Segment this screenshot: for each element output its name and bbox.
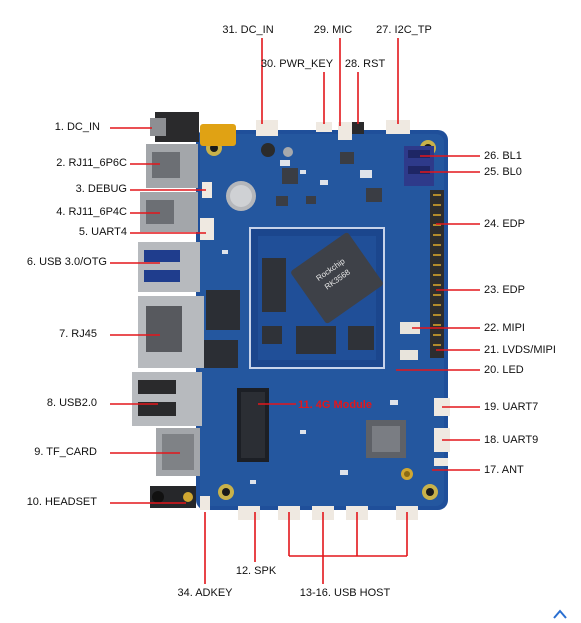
soc-chip: Rockchip RK3568 <box>291 232 383 324</box>
label-usb-host: 13-16. USB HOST <box>299 587 391 599</box>
label-usb30-otg: 6. USB 3.0/OTG <box>26 256 107 268</box>
label-rj11-6p4c: 4. RJ11_6P4C <box>56 206 127 218</box>
label-headset: 10. HEADSET <box>26 496 97 508</box>
label-4g-module: 11. 4G Module <box>298 399 372 411</box>
label-rst: 28. RST <box>344 58 386 70</box>
label-uart9: 18. UART9 <box>484 434 539 446</box>
label-mipi: 22. MIPI <box>484 322 525 334</box>
label-pwr-key: 30. PWR_KEY <box>260 58 334 70</box>
label-i2c-tp: 27. I2C_TP <box>376 24 432 36</box>
label-edp-24: 24. EDP <box>484 218 525 230</box>
label-rj45: 7. RJ45 <box>59 328 97 340</box>
label-lvds-mipi: 21. LVDS/MIPI <box>484 344 556 356</box>
label-rj11-6p6c: 2. RJ11_6P6C <box>56 157 127 169</box>
label-usb20: 8. USB2.0 <box>46 397 97 409</box>
label-ant: 17. ANT <box>484 464 524 476</box>
label-adkey: 34. ADKEY <box>177 587 233 599</box>
pcb-board: Rockchip RK3568 <box>196 124 450 510</box>
chevron-up-icon[interactable] <box>553 609 567 619</box>
label-led: 20. LED <box>484 364 524 376</box>
label-debug: 3. DEBUG <box>75 183 127 195</box>
label-tf-card: 9. TF_CARD <box>34 446 97 458</box>
label-bl1: 26. BL1 <box>484 150 522 162</box>
label-dc-in-top: 31. DC_IN <box>222 24 274 36</box>
left-connectors <box>132 112 214 510</box>
label-bl0: 25. BL0 <box>484 166 522 178</box>
label-dc-in: 1. DC_IN <box>54 121 100 133</box>
callout-lines <box>110 38 480 584</box>
label-edp-23: 23. EDP <box>484 284 525 296</box>
label-mic: 29. MIC <box>313 24 353 36</box>
label-uart7: 19. UART7 <box>484 401 539 413</box>
label-uart4: 5. UART4 <box>78 226 127 238</box>
label-spk: 12. SPK <box>235 565 277 577</box>
